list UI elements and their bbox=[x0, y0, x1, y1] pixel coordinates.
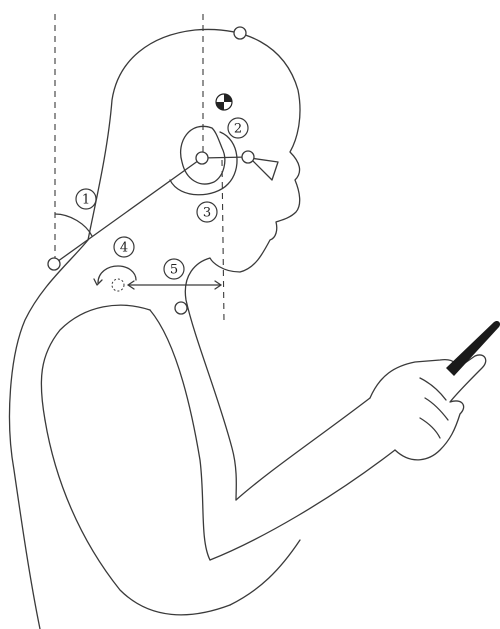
svg-text:2: 2 bbox=[234, 122, 242, 137]
forearm-lower-outline bbox=[210, 450, 395, 560]
craniovertebral-angle-arc bbox=[55, 214, 92, 236]
svg-text:5: 5 bbox=[170, 263, 178, 278]
label-3: 3 bbox=[197, 202, 217, 222]
upper-arm-outline bbox=[150, 310, 210, 560]
label-4: 4 bbox=[114, 237, 134, 257]
eye-landmark bbox=[242, 151, 254, 163]
wrist-line bbox=[230, 540, 300, 605]
svg-text:4: 4 bbox=[120, 241, 128, 256]
head-translation-arrow bbox=[98, 266, 136, 283]
smartphone bbox=[446, 321, 500, 376]
label-2: 2 bbox=[228, 118, 248, 138]
c7-landmark bbox=[48, 258, 60, 270]
eye-outline bbox=[250, 158, 278, 180]
tragus-eye-line bbox=[202, 157, 248, 158]
finger-line-3 bbox=[420, 418, 440, 438]
arm-back-outline bbox=[45, 420, 230, 615]
vertex-landmark bbox=[234, 27, 246, 39]
shoulder-landmark bbox=[175, 302, 187, 314]
center-of-mass-icon bbox=[216, 94, 232, 110]
forearm-upper-outline bbox=[236, 398, 370, 500]
center-of-rotation-marker bbox=[112, 279, 124, 291]
tragus-landmark bbox=[196, 152, 208, 164]
back-outline bbox=[10, 240, 88, 629]
shoulder-outline bbox=[41, 305, 150, 420]
label-1: 1 bbox=[76, 189, 96, 209]
finger-line-2 bbox=[425, 398, 448, 420]
svg-text:3: 3 bbox=[203, 206, 211, 221]
finger-line-1 bbox=[420, 378, 446, 400]
hand-outline bbox=[370, 355, 486, 460]
label-5: 5 bbox=[164, 259, 184, 279]
vertical-reference-line-lower bbox=[222, 160, 224, 322]
svg-text:1: 1 bbox=[82, 193, 90, 208]
